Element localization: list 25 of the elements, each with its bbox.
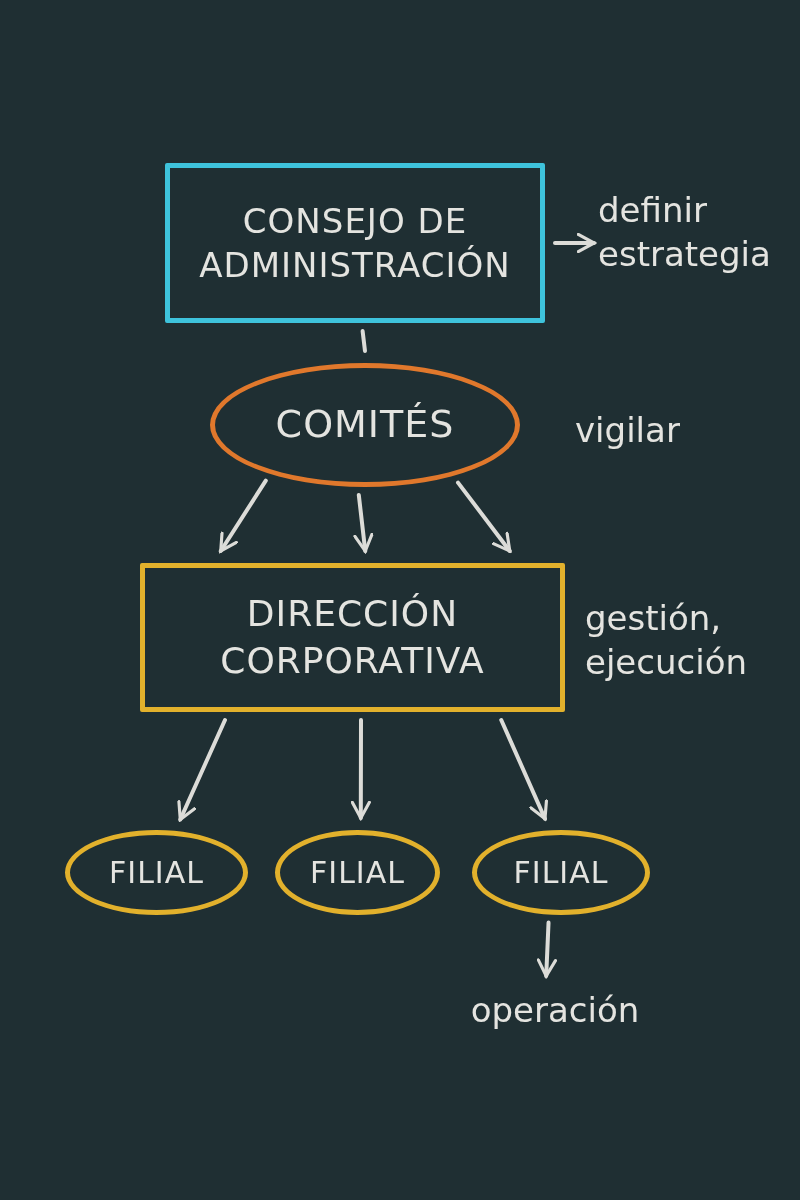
node-label: COMITÉS (274, 401, 456, 449)
side-note: vigilar (575, 409, 681, 452)
process-box (140, 563, 565, 712)
arrow (536, 920, 557, 978)
node-label: FILIAL (309, 854, 406, 892)
arrow (456, 480, 512, 553)
node-label: DIRECCIÓN CORPORATIVA (219, 591, 486, 683)
node-label: FILIAL (512, 854, 610, 892)
arrow (350, 718, 371, 821)
arrow (177, 718, 227, 822)
process-box (165, 163, 545, 323)
ellipse-node (210, 363, 520, 487)
arrow (353, 492, 374, 553)
ellipse-node (472, 830, 650, 915)
node-label: FILIAL (108, 854, 205, 892)
annotation-text: operación (445, 988, 665, 1033)
arrow (218, 478, 268, 553)
connector-line (360, 329, 367, 353)
annotation-text: definir estrategia (598, 188, 788, 277)
arrow (499, 718, 548, 821)
arrow (553, 232, 596, 254)
ellipse-node (275, 830, 440, 915)
side-note: gestión, ejecución (585, 597, 748, 685)
ellipse-node (65, 830, 248, 915)
node-label: CONSEJO DE ADMINISTRACIÓN (198, 199, 512, 287)
